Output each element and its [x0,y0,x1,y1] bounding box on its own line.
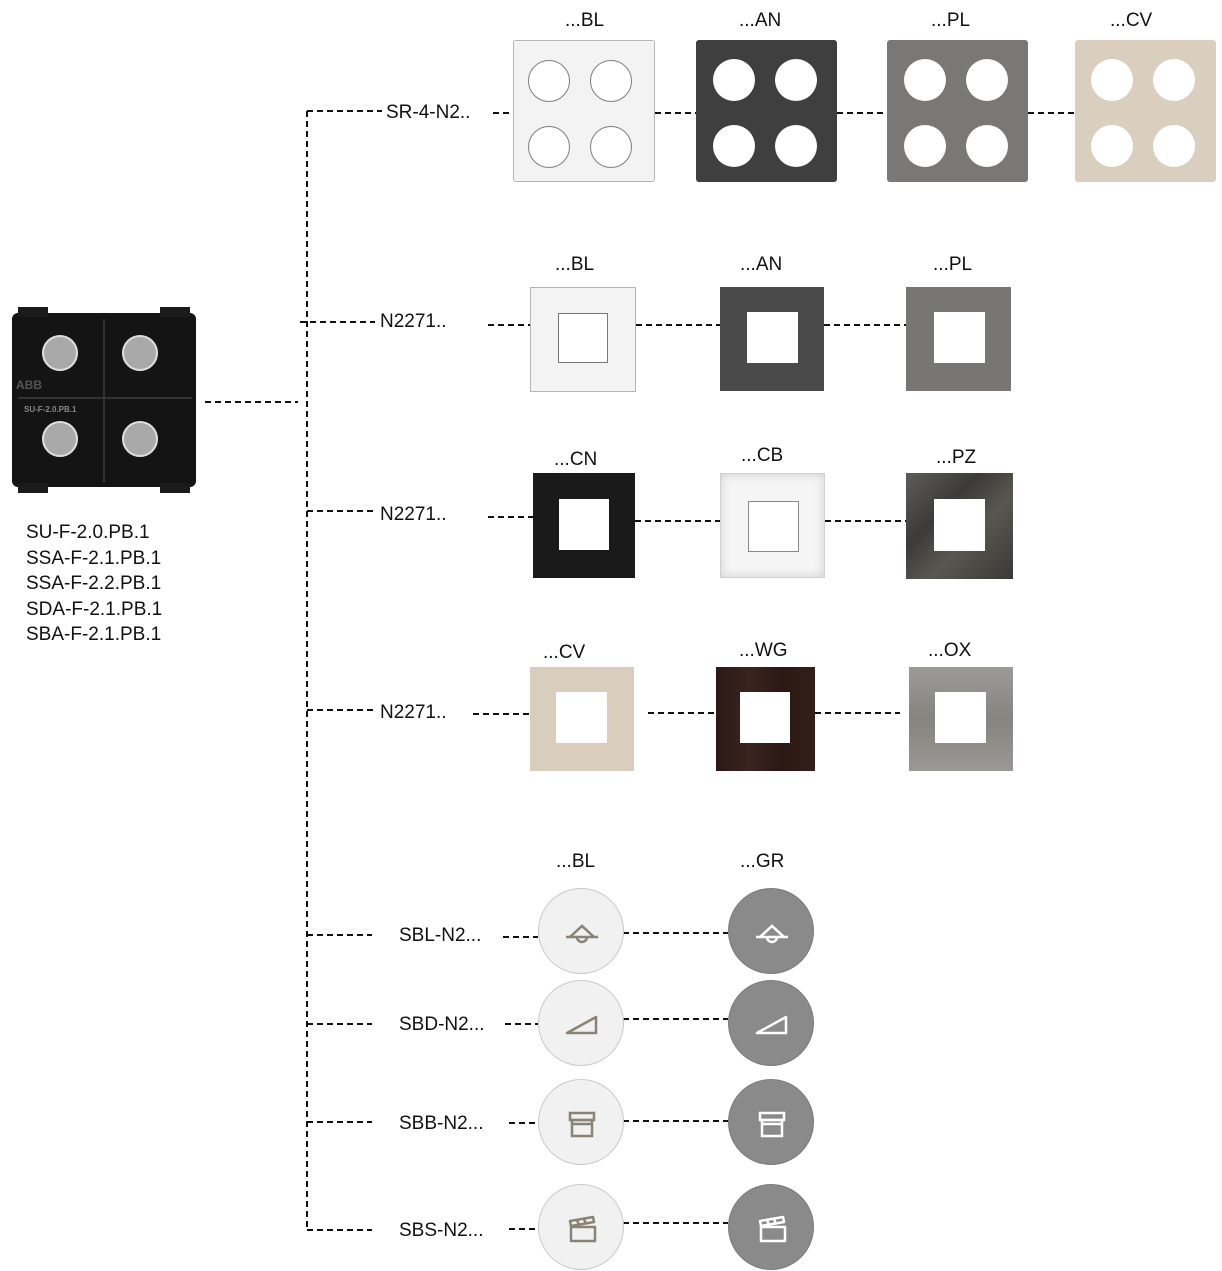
device-photo: ABB SU-F-2.0.PB.1 [10,307,198,493]
button-variant-label: ...GR [740,852,784,872]
sr4-plate-an [696,40,837,182]
sr4-plate-cv [1075,40,1216,182]
button-code-sbb: SBB-N2... [397,1114,485,1134]
blind-icon [539,1080,625,1166]
row-code-frame2: N2271.. [378,505,449,525]
frame-cn [533,473,635,578]
button-sbs-gr [728,1184,814,1270]
variant-label: ...BL [555,255,594,275]
model-name: SSA-F-2.2.PB.1 [26,571,162,597]
button-sbb-gr [728,1079,814,1165]
button-code-sbs: SBS-N2... [397,1221,485,1241]
variant-label: ...AN [740,255,782,275]
button-code-sbl: SBL-N2... [397,926,483,946]
dimmer-icon [729,981,815,1067]
variant-label: ...AN [739,11,781,31]
variant-label: ...OX [928,641,971,661]
button-sbb-bl [538,1079,624,1165]
frame-pl [906,287,1011,391]
button-sbd-bl [538,980,624,1066]
frame-pz [906,473,1013,579]
row-code-frame3: N2271.. [378,703,449,723]
frame-an [720,287,824,391]
button-sbs-bl [538,1184,624,1270]
variant-label: ...BL [565,11,604,31]
button-sbl-bl [538,888,624,974]
light-icon [539,889,625,975]
row-code-frame1: N2271.. [378,312,449,332]
device-model-list: SU-F-2.0.PB.1 SSA-F-2.1.PB.1 SSA-F-2.2.P… [26,520,162,648]
frame-bl [530,287,636,392]
variant-label: ...CB [741,446,783,466]
model-name: SBA-F-2.1.PB.1 [26,622,162,648]
button-sbl-gr [728,888,814,974]
device-model-print: SU-F-2.0.PB.1 [24,405,77,414]
sr4-plate-pl [887,40,1028,182]
light-icon [729,889,815,975]
frame-wg [716,667,815,771]
model-name: SU-F-2.0.PB.1 [26,520,162,546]
dimmer-icon [539,981,625,1067]
variant-label: ...CV [1110,11,1152,31]
frame-cb [720,473,825,578]
button-sbd-gr [728,980,814,1066]
blind-icon [729,1080,815,1166]
variant-label: ...CV [543,643,585,663]
scene-icon [729,1185,815,1271]
button-code-sbd: SBD-N2... [397,1015,487,1035]
device-brand: ABB [16,378,42,392]
variant-label: ...PL [933,255,972,275]
model-name: SDA-F-2.1.PB.1 [26,597,162,623]
sr4-plate-bl [513,40,655,182]
variant-label: ...WG [739,641,788,661]
frame-ox [909,667,1013,771]
scene-icon [539,1185,625,1271]
variant-label: ...PL [931,11,970,31]
button-variant-label: ...BL [556,852,595,872]
frame-cv [530,667,634,771]
row-code-sr4: SR-4-N2.. [384,103,472,123]
variant-label: ...PZ [936,448,976,468]
variant-label: ...CN [554,450,597,470]
model-name: SSA-F-2.1.PB.1 [26,546,162,572]
